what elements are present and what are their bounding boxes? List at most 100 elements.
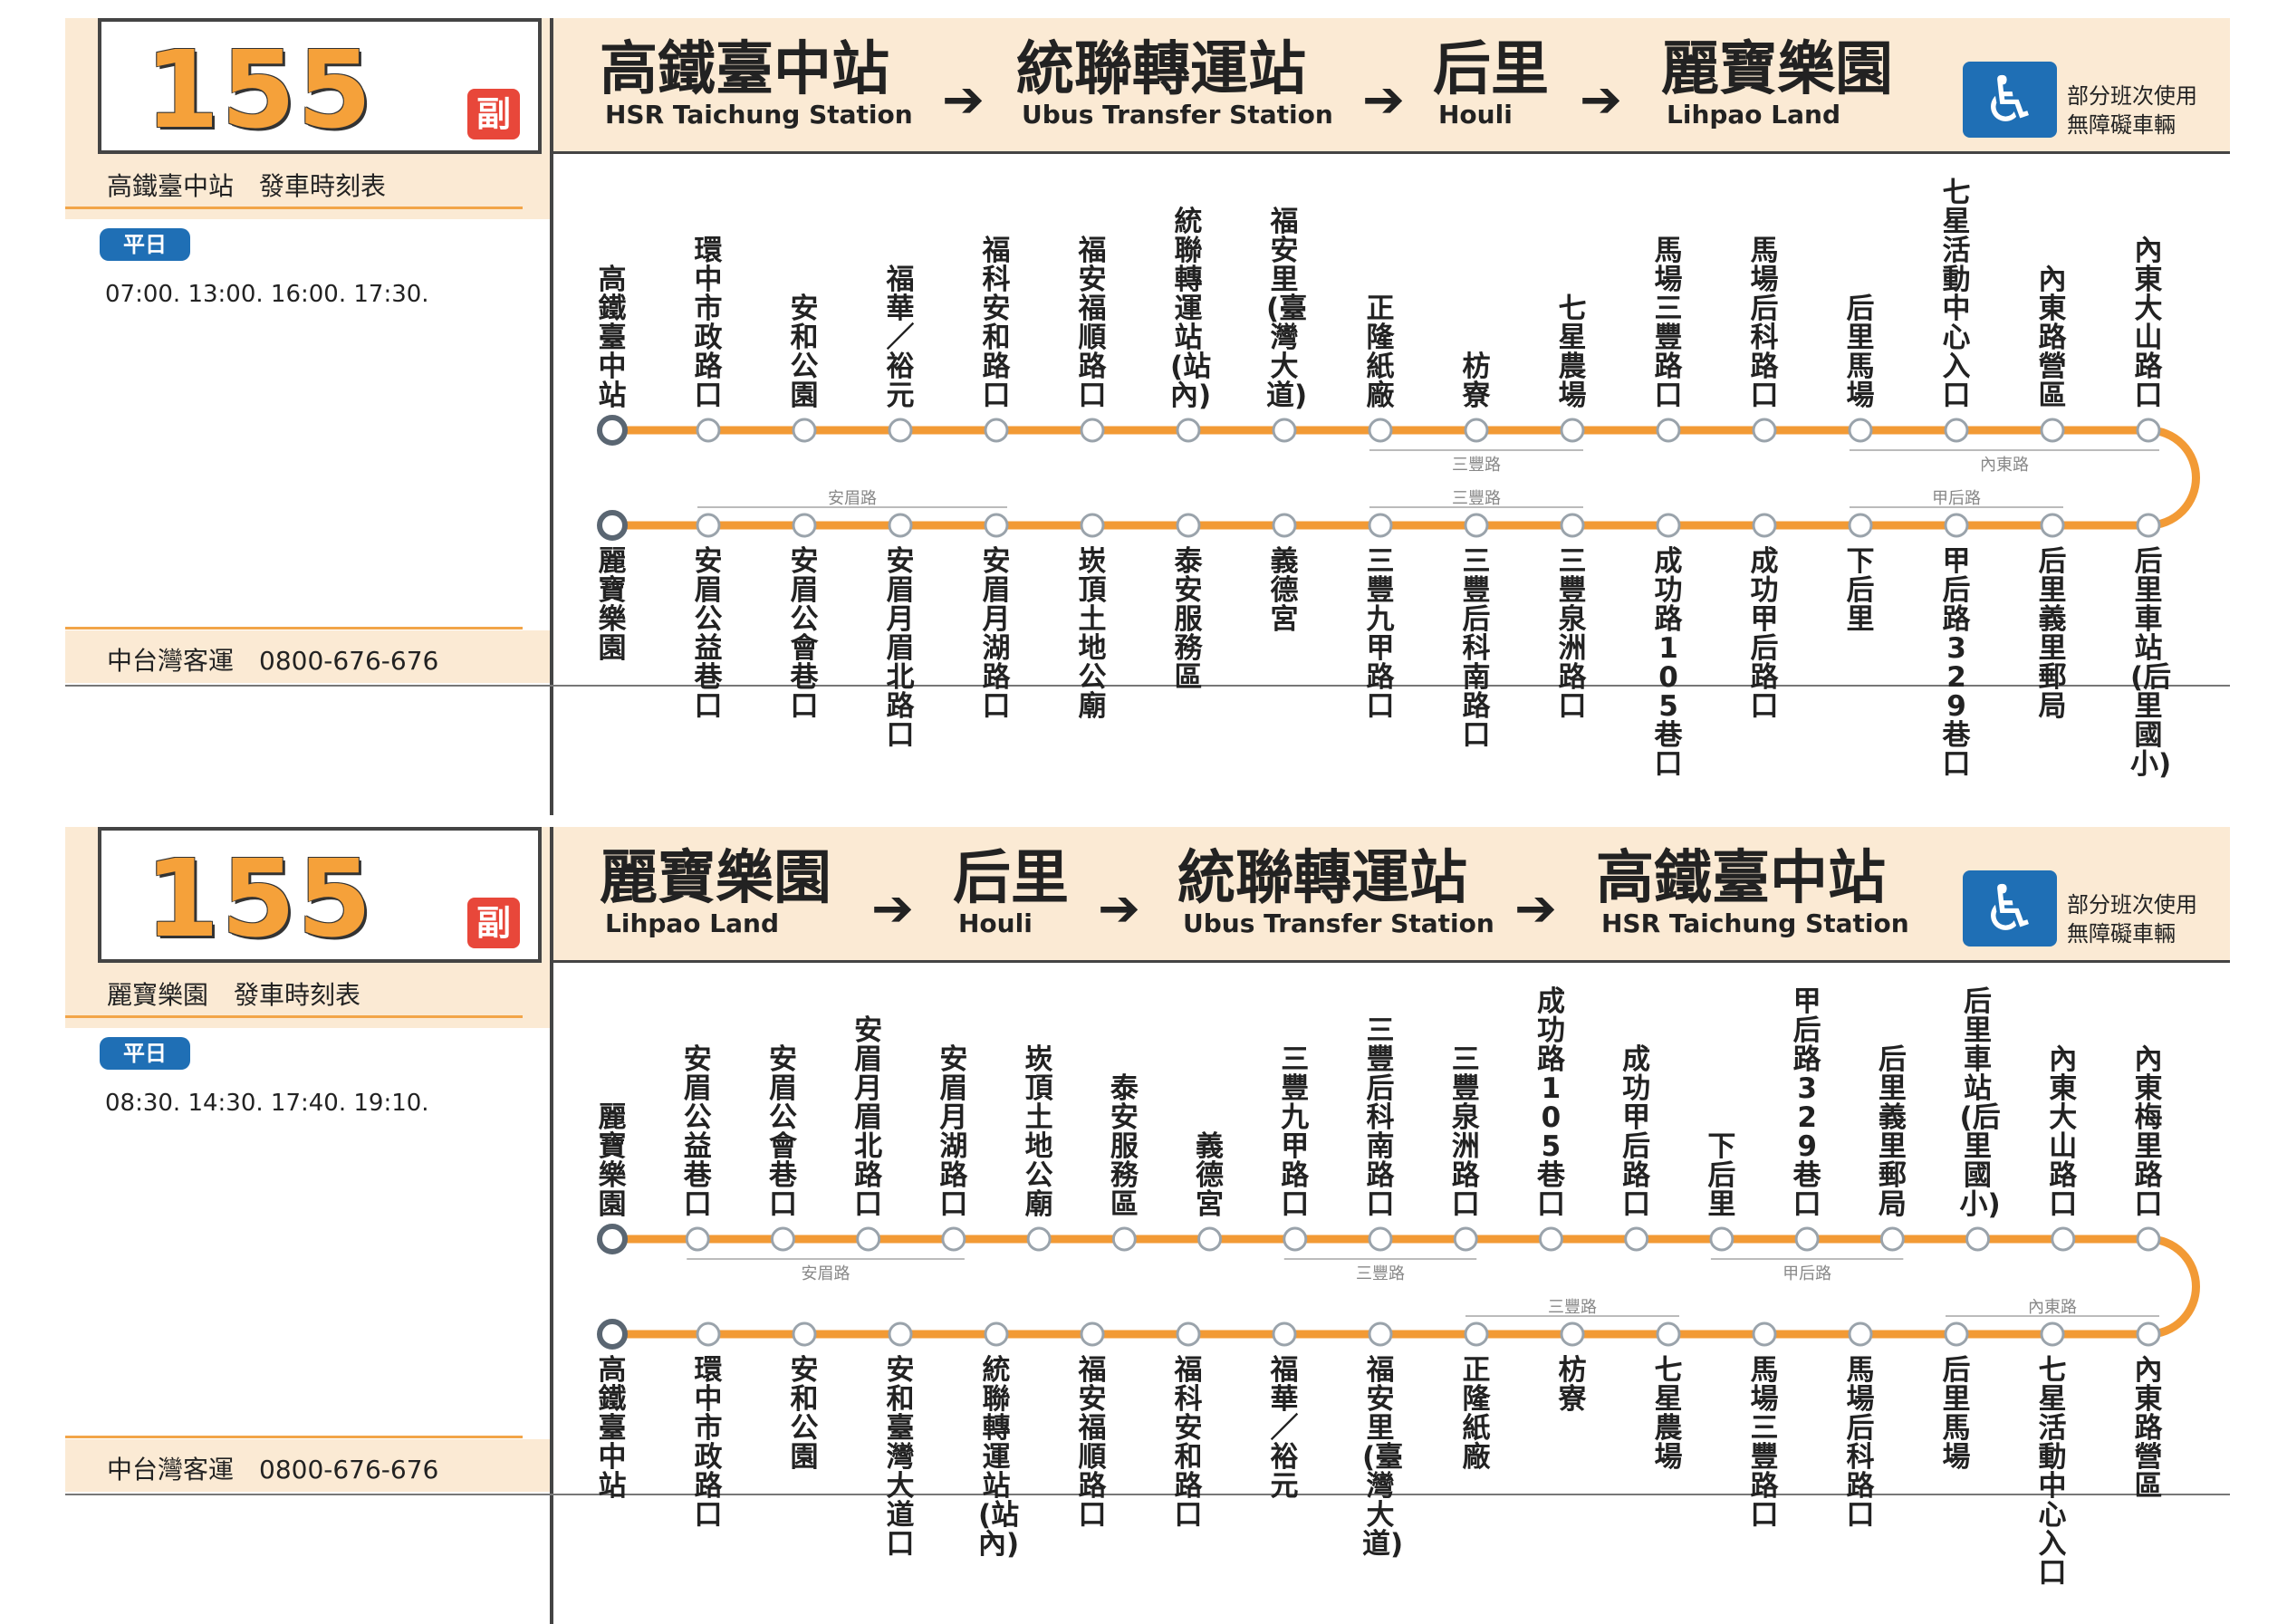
stop-label: 泰安服務區	[1110, 1072, 1139, 1221]
stop-marker	[1709, 1226, 1734, 1252]
stop-marker	[1656, 418, 1681, 443]
stop-marker	[1176, 418, 1201, 443]
stop-label: 福安里(臺灣大道)	[1362, 1354, 1404, 1561]
stop-label: 福華／裕元	[886, 264, 915, 412]
stop-label: 安和公園	[790, 1354, 819, 1474]
stop-marker	[888, 1321, 913, 1347]
right-arrow-icon: ➔	[1580, 71, 1622, 130]
wheelchair-icon: ♿	[1963, 62, 2057, 138]
route-path	[612, 1235, 2200, 1339]
stop-label: 馬場三豐路口	[1750, 1354, 1779, 1532]
sidebar-footer-band	[65, 1439, 550, 1492]
stop-label: 成功甲后路口	[1750, 545, 1779, 723]
stop-label: 枋寮	[1462, 351, 1491, 412]
stop-marker	[1560, 513, 1585, 538]
stop-label: 后里車站(后里國小)	[1959, 985, 2001, 1221]
stop-marker	[1368, 513, 1393, 538]
stop-label: 三豐九甲路口	[1281, 1043, 1310, 1221]
stop-label: 福安福順路口	[1078, 235, 1107, 412]
stop-marker	[2136, 418, 2161, 443]
stop-label: 三豐后科南路口	[1366, 1014, 1395, 1221]
stop-marker	[792, 513, 817, 538]
accessibility-note: 部分班次使用無障礙車輛	[2067, 83, 2197, 138]
stop-marker	[1848, 513, 1873, 538]
stop-label: 福安福順路口	[1078, 1354, 1107, 1532]
stop-label: 七星活動中心入口	[1942, 177, 1971, 412]
stop-marker	[1656, 513, 1681, 538]
divider	[65, 685, 2230, 687]
departure-times: 08:30. 14:30. 17:40. 19:10.	[105, 1090, 429, 1117]
stop-label: 成功路105巷口	[1536, 985, 1565, 1221]
stop-marker	[597, 415, 628, 446]
stop-label: 福科安和路口	[1174, 1354, 1203, 1532]
stop-marker	[1944, 513, 1969, 538]
stop-label: 甲后路329巷口	[1942, 545, 1971, 781]
divider	[550, 151, 2230, 154]
stop-label: 福科安和路口	[982, 235, 1011, 412]
timetable-title: 麗寶樂園 發車時刻表	[107, 980, 361, 1010]
stop-marker	[1464, 1321, 1489, 1347]
stop-marker	[2040, 418, 2065, 443]
road-label: 三豐路	[1452, 456, 1501, 475]
stop-label: 內東路營區	[2038, 264, 2067, 412]
stop-label: 高鐵臺中站	[598, 264, 627, 412]
road-label: 三豐路	[1548, 1298, 1597, 1317]
stop-marker	[1752, 513, 1777, 538]
stop-marker	[2136, 1321, 2161, 1347]
stop-marker	[1944, 1321, 1969, 1347]
stop-marker	[1624, 1226, 1649, 1252]
wheelchair-icon: ♿	[1963, 870, 2057, 947]
route-panel-return: 155 副 麗寶樂園 發車時刻表 平日 08:30. 14:30. 17:40.…	[65, 827, 2230, 1624]
stop-marker	[2051, 1226, 2076, 1252]
stop-marker	[1848, 418, 1873, 443]
stop-label: 甲后路329巷口	[1792, 985, 1821, 1221]
stop-label: 馬場后科路口	[1750, 235, 1779, 412]
divider	[550, 18, 553, 815]
stop-marker	[2040, 1321, 2065, 1347]
stop-label: 麗寶樂園	[598, 545, 627, 665]
stop-marker	[1111, 1226, 1137, 1252]
stop-marker	[1272, 418, 1297, 443]
route-line	[597, 415, 2200, 541]
route-tag: 副	[467, 89, 520, 139]
stop-label: 七星活動中心入口	[2038, 1354, 2067, 1590]
stop-label: 三豐泉洲路口	[1558, 545, 1587, 723]
route-number-box: 155 副	[98, 827, 542, 963]
stop-label: 安眉月眉北路口	[886, 545, 915, 752]
stop-marker	[1656, 1321, 1681, 1347]
stop-label: 正隆紙廠	[1462, 1354, 1491, 1474]
divider	[65, 1436, 523, 1438]
stop-label: 福華／裕元	[1270, 1354, 1299, 1503]
stop-marker	[770, 1226, 795, 1252]
stop-marker	[2136, 513, 2161, 538]
road-label: 內東路	[1980, 456, 2029, 475]
stop-label: 內東路營區	[2134, 1354, 2163, 1503]
timetable-title: 高鐵臺中站 發車時刻表	[107, 171, 387, 201]
stop-marker	[1176, 513, 1201, 538]
stop-marker	[1944, 418, 1969, 443]
stop-label: 安和臺灣大道口	[886, 1354, 915, 1561]
stop-marker	[1560, 418, 1585, 443]
stop-label: 安眉公會巷口	[768, 1043, 797, 1221]
route-line	[597, 1224, 2200, 1350]
stop-label: 下后里	[1846, 545, 1875, 636]
stop-marker	[1368, 1321, 1393, 1347]
stop-marker	[1368, 418, 1393, 443]
stop-label: 馬場三豐路口	[1654, 235, 1683, 412]
stop-label: 成功甲后路口	[1622, 1043, 1651, 1221]
stop-marker	[941, 1226, 966, 1252]
stop-label: 后里義里郵局	[1878, 1043, 1907, 1221]
stop-marker	[888, 513, 913, 538]
stop-marker	[984, 418, 1009, 443]
stop-label: 統聯轉運站(站內)	[1170, 206, 1212, 412]
route-tag: 副	[467, 898, 520, 948]
stop-marker	[1965, 1226, 1991, 1252]
stop-marker	[1464, 513, 1489, 538]
stop-marker	[1080, 513, 1105, 538]
